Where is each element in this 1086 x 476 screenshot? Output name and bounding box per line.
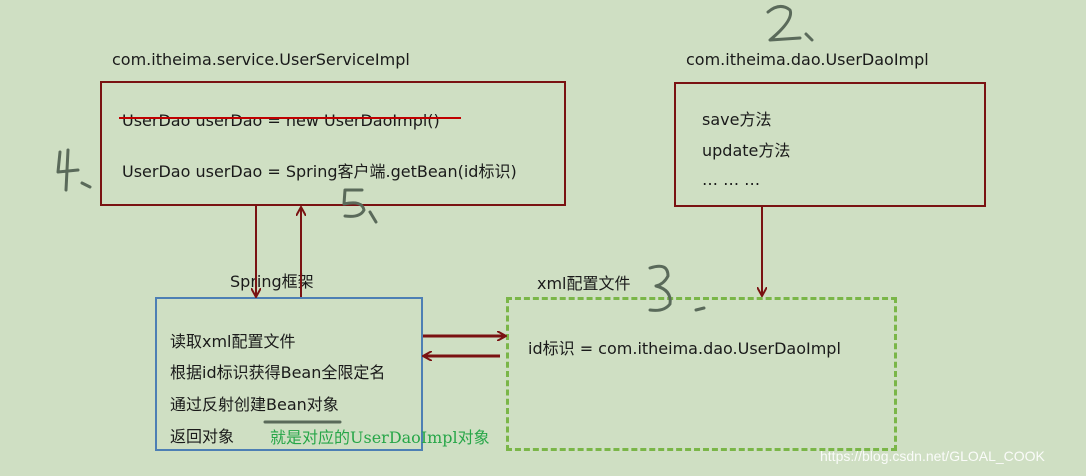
service-impl-box: UserDao userDao = new UserDaoImpl() User… — [100, 81, 566, 206]
spring-step: 读取xml配置文件 — [170, 332, 296, 351]
dao-method: update方法 — [702, 141, 791, 160]
dao-method: save方法 — [702, 110, 772, 129]
watermark: https://blog.csdn.net/GLOAL_COOK — [820, 448, 1045, 464]
spring-label: Spring框架 — [230, 272, 314, 291]
spring-step: 根据id标识获得Bean全限定名 — [170, 363, 386, 382]
annotation-text: 就是对应的UserDaoImpl对象 — [270, 428, 490, 447]
handwritten-2-icon — [766, 5, 814, 42]
xml-entry: id标识 = com.itheima.dao.UserDaoImpl — [528, 339, 841, 358]
dao-method: … … … — [702, 170, 761, 189]
spring-step: 通过反射创建Bean对象 — [170, 395, 339, 414]
spring-step: 返回对象 — [170, 427, 235, 446]
old-code-line: UserDao userDao = new UserDaoImpl() — [122, 111, 440, 130]
xml-config-box: id标识 = com.itheima.dao.UserDaoImpl — [506, 297, 897, 451]
dao-class-label: com.itheima.dao.UserDaoImpl — [686, 50, 929, 69]
handwritten-4-icon — [56, 148, 92, 192]
xml-label: xml配置文件 — [537, 274, 631, 293]
spring-framework-box: 读取xml配置文件 根据id标识获得Bean全限定名 通过反射创建Bean对象 … — [155, 297, 423, 451]
service-class-label: com.itheima.service.UserServiceImpl — [112, 50, 410, 69]
handwritten-3-icon — [648, 264, 706, 312]
new-code-line: UserDao userDao = Spring客户端.getBean(id标识… — [122, 162, 517, 181]
dao-impl-box: save方法 update方法 … … … — [674, 82, 986, 207]
handwritten-5-icon — [342, 188, 378, 224]
